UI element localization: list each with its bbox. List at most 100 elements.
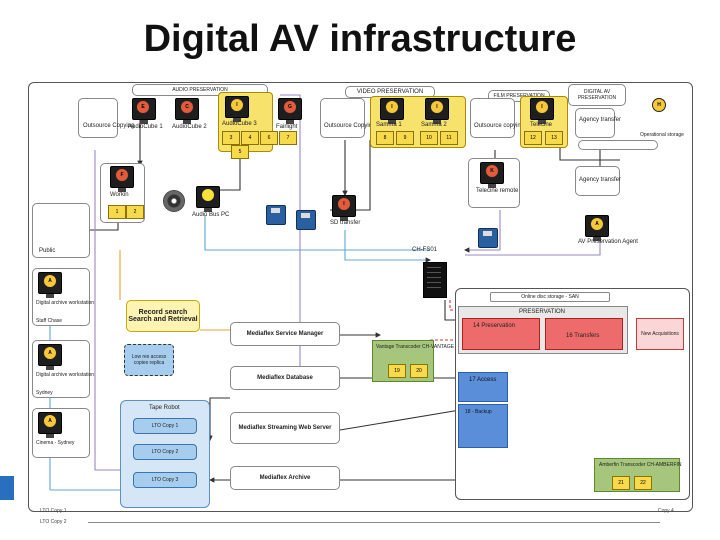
mediaflex-database[interactable]: Mediaflex Database (230, 366, 340, 390)
mediaflex-database-label: Mediaflex Database (257, 375, 313, 381)
badge-g: G (283, 100, 297, 114)
num-5: 5 (231, 145, 249, 159)
line-sd-server (344, 230, 432, 263)
amberfin-transcoder-label: Amberfin Transcoder CH-AMBERFIN (599, 462, 682, 468)
num-22: 22 (634, 476, 652, 490)
num-1: 1 (108, 205, 126, 219)
transfers-16[interactable]: 16 Transfers (545, 318, 623, 350)
badge-k: K (485, 164, 499, 178)
mediaflex-streaming[interactable]: Mediaflex Streaming Web Server (230, 412, 340, 444)
tape-robot-label: Tape Robot (149, 405, 180, 411)
num-3: 3 (222, 131, 240, 145)
audio-bus-pc-label: Audio Bus PC (192, 212, 230, 218)
num-13: 13 (545, 131, 563, 145)
num-6: 6 (260, 131, 278, 145)
line-pc-server (204, 215, 430, 251)
line-db-robot (207, 397, 230, 442)
floppy-disk-icon (266, 205, 286, 225)
audio-cube-3-label: AudioCube 3 (222, 121, 257, 127)
footer-label-1: LTO Copy 1 (40, 508, 67, 514)
online-storage-label: Online disc storage - SAN (521, 294, 579, 300)
workstation-2-user: Sydney (36, 390, 53, 396)
footer-bar (0, 476, 14, 500)
workstation-3-user: Cinema - Sydney (36, 440, 75, 446)
outsource-copying-b-label: Outsource Copying (324, 123, 376, 129)
lto-copy-1[interactable]: LTO Copy 1 (133, 418, 197, 434)
outer-frame (28, 82, 693, 512)
lto-copy-2[interactable]: LTO Copy 2 (133, 444, 197, 460)
floppy-disk-icon (478, 228, 498, 248)
mediaflex-streaming-label: Mediaflex Streaming Web Server (238, 425, 332, 431)
vantage-transcoder-label: Vantage Transcoder CH-VANTAGE (376, 344, 455, 350)
audio-cube-1-label: AudioCube 1 (128, 124, 163, 130)
num-9: 9 (396, 131, 414, 145)
telecine-label: Telecine (530, 122, 553, 128)
telecine-remote-label: Telecine remote (476, 188, 519, 194)
block-18-label: 18 - Backup (465, 409, 492, 415)
lto-copy-1-label: LTO Copy 1 (151, 423, 179, 429)
agency-transfer-b-label: Agency transfer (579, 177, 622, 183)
samma-1-label: Samma 1 (376, 122, 402, 128)
num-10: 10 (420, 131, 438, 145)
outsource-copying-a-label: Outsource Copying (83, 123, 135, 129)
agency-transfer-b[interactable]: Agency transfer (575, 166, 622, 196)
mediaflex-service-manager[interactable]: Mediaflex Service Manager (230, 322, 340, 346)
lto-copy-2-label: LTO Copy 2 (151, 449, 179, 455)
badge-a-2: A (43, 274, 57, 288)
samma-2-label: Samma 2 (421, 122, 447, 128)
num-4: 4 (241, 131, 259, 145)
line-purple-left (94, 150, 130, 471)
disc-icon (163, 190, 185, 212)
audio-cube-2-label: AudioCube 2 (172, 124, 207, 130)
num-2: 2 (126, 205, 144, 219)
workstation-1-user: Staff Chase (36, 318, 63, 324)
outsource-copying-a[interactable]: Outsource Copying (78, 98, 134, 138)
sd-transfer-label: SD transfer (330, 220, 361, 226)
record-search-label: Record search Search and Retrieval (128, 309, 198, 323)
new-acquisitions-label: New Acquisitions (641, 331, 679, 337)
badge-c: C (180, 100, 194, 114)
badge-i: I (230, 98, 244, 112)
badge-a-3: A (43, 346, 57, 360)
outsource-copying-c-label: Outsource copying (474, 123, 525, 129)
agency-transfer-a[interactable]: Agency transfer (575, 108, 621, 138)
low-res-copies-label: Low res access copies replica (131, 354, 167, 366)
badge-h: H (652, 98, 666, 112)
num-21: 21 (612, 476, 630, 490)
outsource-copying-c[interactable]: Outsource copying (470, 98, 524, 138)
record-search-box[interactable]: Record search Search and Retrieval (126, 300, 200, 332)
footer-divider (88, 522, 660, 523)
access-17-label: 17 Access (469, 377, 497, 383)
digital-av-preservation-header: DIGITAL AV PRESERVATION (568, 84, 626, 106)
av-preservation-agent-label: AV Preservation Agent (578, 239, 638, 245)
server-label: CH-FS01 (412, 247, 438, 253)
mediaflex-archive[interactable]: Mediaflex Archive (230, 466, 340, 490)
access-17[interactable]: 17 Access (458, 372, 508, 402)
workstation-1-label: Digital archive workstation (36, 300, 95, 306)
floppy-disk-icon (296, 210, 316, 230)
num-12: 12 (524, 131, 542, 145)
block-18[interactable]: 18 - Backup (458, 404, 508, 448)
preservation-14[interactable]: 14 Preservation (462, 318, 540, 350)
outsource-copying-b[interactable]: Outsource Copying (320, 98, 375, 138)
footer-label-2: LTO Copy 2 (40, 519, 67, 525)
new-acquisitions[interactable]: New Acquisitions (636, 318, 684, 350)
public-box[interactable]: Public (32, 203, 90, 258)
lto-copy-3[interactable]: LTO Copy 3 (133, 472, 197, 488)
public-label: Public (39, 248, 56, 254)
workin-label: Workin (110, 192, 129, 198)
badge-e: E (136, 100, 150, 114)
line-telecine-server (463, 210, 501, 253)
num-11: 11 (440, 131, 458, 145)
low-res-copies-box[interactable]: Low res access copies replica (124, 344, 174, 376)
line-stream-backup (339, 408, 462, 431)
online-storage-header: Online disc storage - SAN (490, 292, 610, 302)
lto-copy-3-label: LTO Copy 3 (151, 477, 179, 483)
video-preservation-label: VIDEO PRESERVATION (356, 89, 424, 95)
badge-i-2: I (385, 100, 399, 114)
badge-p (201, 188, 215, 202)
page-title: Digital AV infrastructure (143, 18, 577, 60)
server-label-box: CH-FS01 (410, 245, 450, 257)
num-20: 20 (410, 364, 428, 378)
